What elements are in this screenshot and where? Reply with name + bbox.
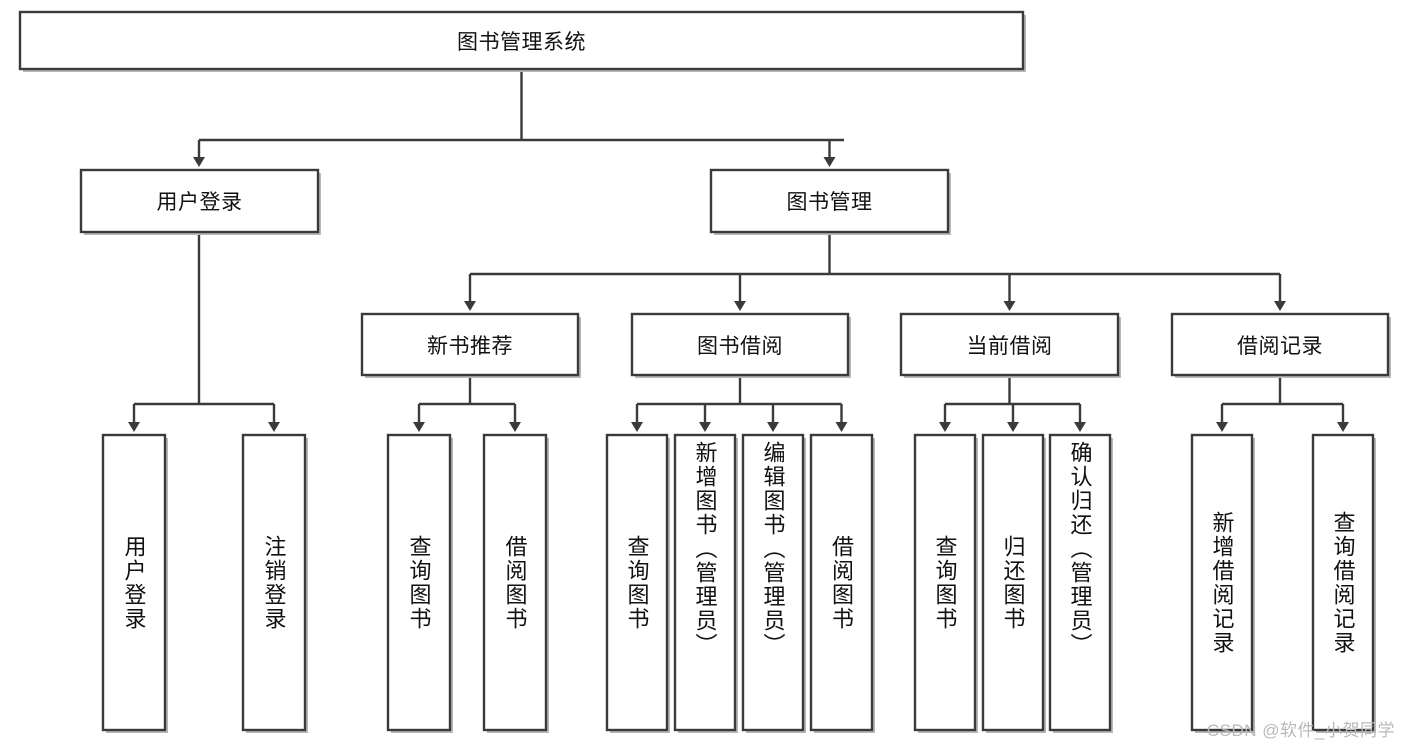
node-box-new-book-rec[interactable] (360, 312, 580, 377)
node-box-leaf-add-book[interactable] (673, 433, 737, 732)
node-box-book-manage[interactable] (709, 168, 950, 234)
node-box-leaf-query-book-3[interactable] (913, 433, 977, 732)
node-box-leaf-add-record[interactable] (1190, 433, 1254, 732)
node-box-leaf-query-book-2[interactable] (605, 433, 669, 732)
node-box-leaf-return-book[interactable] (981, 433, 1045, 732)
node-box-leaf-query-record[interactable] (1311, 433, 1375, 732)
node-box-leaf-borrow-book-2[interactable] (809, 433, 874, 732)
node-box-borrow-record[interactable] (1170, 312, 1390, 377)
node-box-leaf-edit-book[interactable] (741, 433, 805, 732)
node-box-root[interactable] (18, 10, 1025, 71)
node-box-leaf-query-book-1[interactable] (386, 433, 452, 732)
node-box-group (18, 10, 1391, 733)
csdn-watermark: CSDN @软件_小贺同学 (1206, 721, 1395, 740)
node-box-user-login[interactable] (79, 168, 320, 234)
connector-group (128, 69, 1349, 432)
node-box-book-borrow[interactable] (630, 312, 850, 377)
node-box-leaf-confirm-return[interactable] (1048, 433, 1112, 732)
node-box-leaf-logout[interactable] (241, 433, 307, 732)
node-box-current-borrow[interactable] (899, 312, 1120, 377)
node-box-leaf-user-login[interactable] (101, 433, 167, 732)
node-box-leaf-borrow-book-1[interactable] (482, 433, 548, 732)
